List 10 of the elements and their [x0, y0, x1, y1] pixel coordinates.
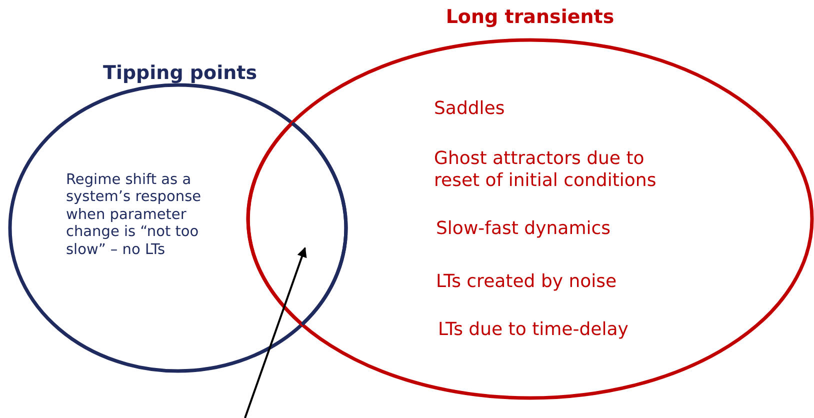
list-item: LTs due to time-delay [438, 319, 630, 341]
list-item: LTs created by noise [436, 271, 618, 293]
arrow [244, 247, 307, 418]
set-heading: Long transients [444, 6, 616, 29]
set-description: Regime shift as a system’s response when parameter change is “not too slow” – no LTs [66, 172, 202, 259]
list-item: Slow-fast dynamics [436, 218, 612, 240]
list-item: Ghost attractors due to reset of initial conditions [434, 148, 658, 192]
list-item: Saddles [434, 98, 506, 120]
overlap-region [246, 122, 348, 326]
set-heading: Tipping points [102, 62, 258, 85]
